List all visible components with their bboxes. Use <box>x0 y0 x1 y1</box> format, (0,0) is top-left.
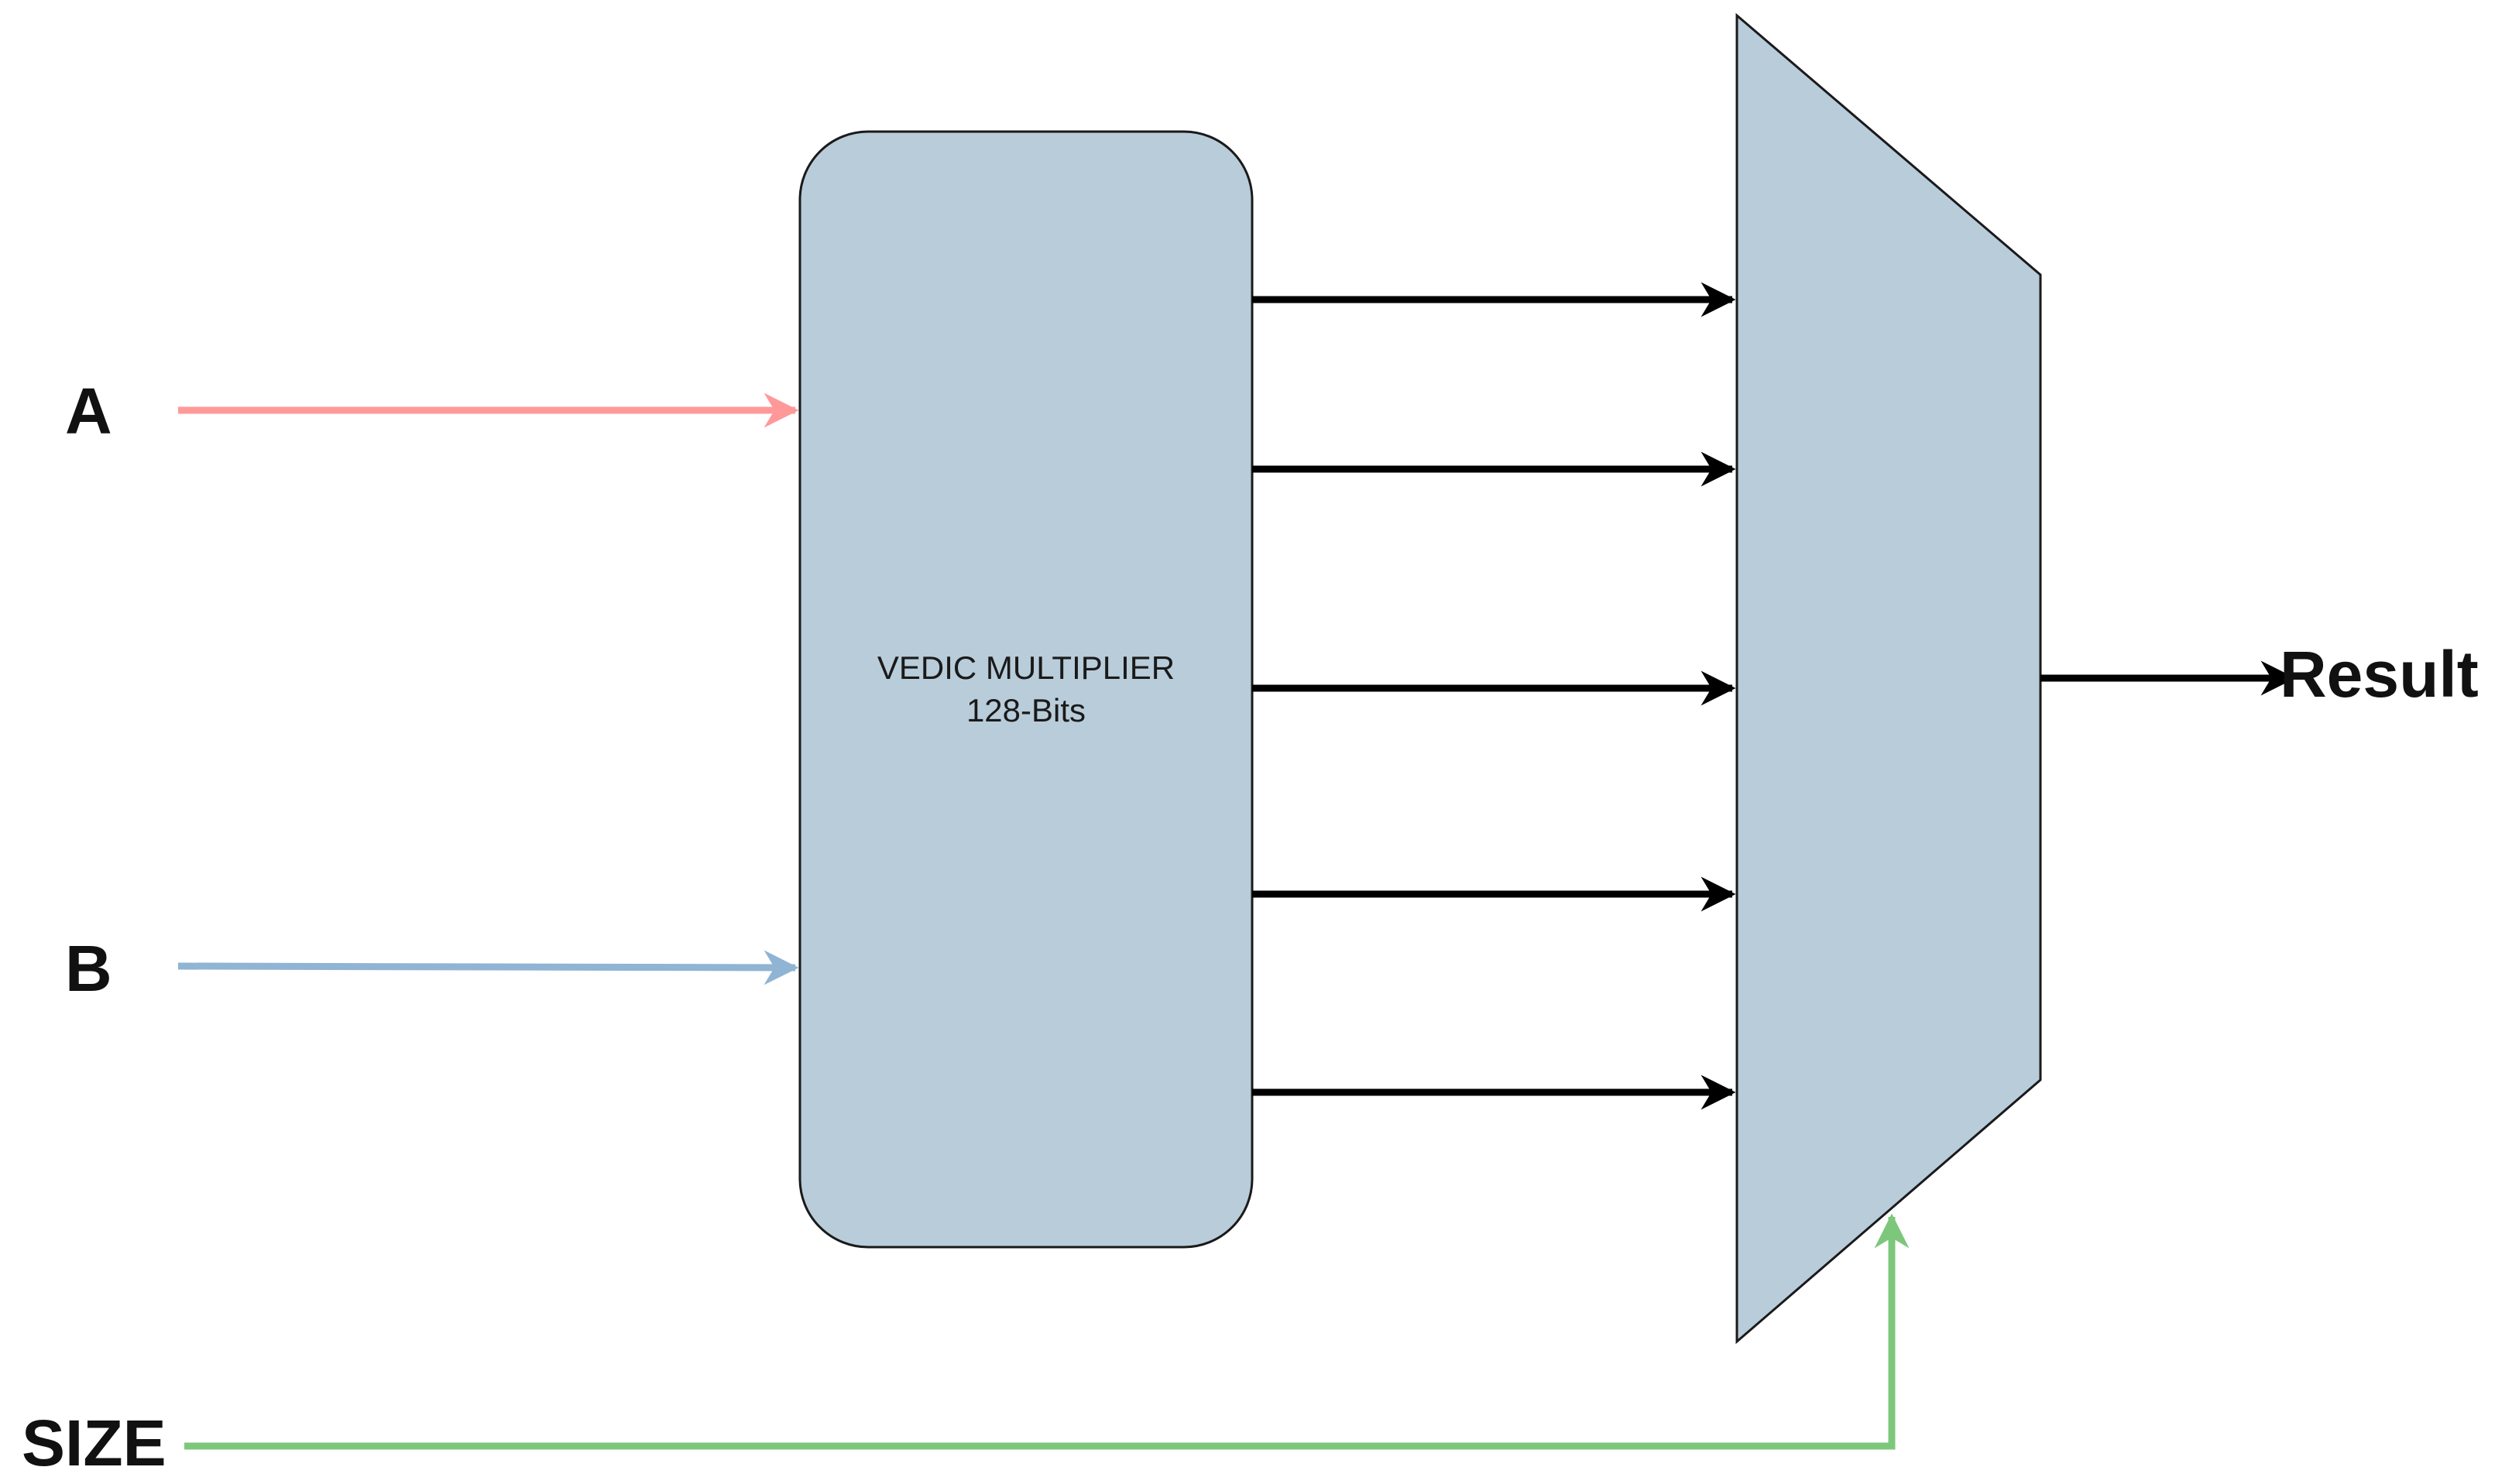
mux-block <box>1735 12 2042 1345</box>
input-b-arrow <box>177 950 799 985</box>
multiplier-title: VEDIC MULTIPLIER <box>877 649 1175 686</box>
size-label: SIZE <box>22 1407 166 1479</box>
size-select-arrow <box>184 1213 1910 1450</box>
multiplier-block <box>798 130 1254 1249</box>
multiplier-subtitle: 128-Bits <box>966 692 1086 728</box>
result-label: Result <box>2280 638 2479 711</box>
input-b-label: B <box>65 932 112 1005</box>
input-a-label: A <box>65 375 112 447</box>
